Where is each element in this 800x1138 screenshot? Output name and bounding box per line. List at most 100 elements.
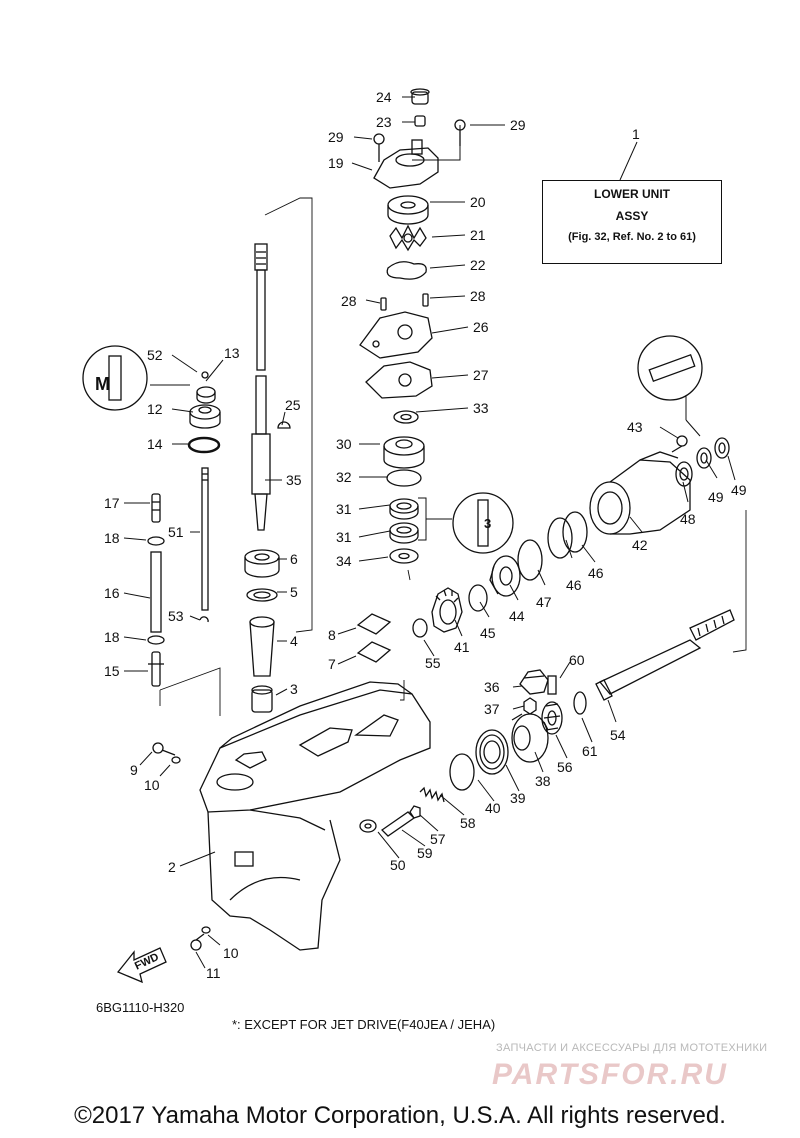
callout-1: 1 [632,126,640,142]
part-13-collar [196,386,216,404]
callout-21: 21 [470,227,486,243]
drawing-code: 6BG1110-H320 [96,1000,185,1015]
part-48-bearing [675,461,693,487]
part-43-bolt [671,435,688,453]
part-11-bolt [190,933,205,951]
part-59-shift-plunger [380,811,416,837]
callout-53: 53 [168,608,184,624]
part-27-gasket [365,361,433,399]
callout-43: 43 [627,419,643,435]
part-31-oil-seal-lower [389,522,419,544]
callout-40: 40 [485,800,501,816]
callout-34: 34 [336,553,352,569]
callout-46: 46 [588,565,604,581]
callout-61: 61 [582,743,598,759]
callout-29: 29 [510,117,526,133]
part-21-impeller [389,224,427,252]
part-24-grommet [410,88,430,105]
part-32-o-ring [386,469,422,487]
callout-17: 17 [104,495,120,511]
callout-52: 52 [147,347,163,363]
part-39-bearing [475,729,509,775]
callout-54: 54 [610,727,626,743]
watermark-logo: PARTSFOR.RU [492,1058,728,1091]
part-29-bolt-left [373,133,385,162]
callout-58: 58 [460,815,476,831]
callout-10: 10 [144,777,160,793]
callout-57: 57 [430,831,446,847]
callout-11: 11 [206,965,221,981]
part-2-lower-casing [199,681,431,951]
callout-9: 9 [130,762,138,778]
callout-25: 25 [285,397,301,413]
part-5-shim [246,588,278,602]
assy-title: LOWER UNIT [594,187,670,201]
svg-text:FWD: FWD [133,951,161,972]
part-17-hose-joint [151,493,161,523]
part-52-circlip [201,371,209,379]
callout-20: 20 [470,194,486,210]
assy-subtitle: ASSY [615,209,649,223]
assy-reference-box: LOWER UNIT ASSY (Fig. 32, Ref. No. 2 to … [542,180,722,264]
callout-31: 31 [336,501,352,517]
part-25-woodruff-key [277,421,291,429]
part-61-ring [573,691,587,715]
callout-48: 48 [680,511,696,527]
inset-mid-jet: 3 [452,492,514,554]
part-16-hose [150,551,162,633]
part-50-plug [359,819,377,833]
callout-55: 55 [425,655,441,671]
callout-13: 13 [224,345,240,361]
callout-32: 32 [336,469,352,485]
callout-42: 42 [632,537,648,553]
callout-18: 18 [104,629,120,645]
part-47-o-ring [517,539,543,581]
callout-15: 15 [104,663,120,679]
part-9-bolt [152,742,176,756]
part-55-washer [412,618,428,638]
part-38-forward-gear [511,713,549,763]
part-46-o-ring-a [547,517,573,559]
callout-30: 30 [336,436,352,452]
part-15-joint [148,651,164,687]
part-49-oil-seal-b [714,437,730,459]
callout-37: 37 [484,701,500,717]
part-60-pin [547,675,557,695]
callout-47: 47 [536,594,552,610]
callout-51: 51 [168,524,184,540]
part-31-oil-seal-upper [389,498,419,520]
callout-46: 46 [566,577,582,593]
part-33-oil-seal [393,410,419,424]
part-20-insert-cartridge [387,195,429,225]
part-26-outer-plate [359,311,433,359]
callout-29: 29 [328,129,344,145]
callout-27: 27 [473,367,489,383]
part-42-propeller-shaft-housing [589,451,691,535]
callout-31: 31 [336,529,352,545]
callout-16: 16 [104,585,120,601]
watermark-tagline: ЗАПЧАСТИ И АКСЕССУАРЫ ДЛЯ МОТОТЕХНИКИ [496,1042,768,1054]
callout-35: 35 [286,472,302,488]
callout-36: 36 [484,679,500,695]
callout-50: 50 [390,857,406,873]
callout-28: 28 [470,288,486,304]
copyright-notice: ©2017 Yamaha Motor Corporation, U.S.A. A… [74,1102,726,1129]
part-36-pinion [519,669,549,695]
callout-33: 33 [473,400,489,416]
callout-14: 14 [147,436,163,452]
part-56-dog-clutch [541,701,563,735]
part-29-bolt-right [454,119,466,146]
callout-3: 3 [290,681,298,697]
callout-39: 39 [510,790,526,806]
callout-45: 45 [480,625,496,641]
callout-19: 19 [328,155,344,171]
part-41-reverse-gear [431,587,463,633]
callout-49: 49 [708,489,724,505]
svg-text:3: 3 [484,516,491,531]
callout-18: 18 [104,530,120,546]
callout-12: 12 [147,401,163,417]
callout-8: 8 [328,627,336,643]
callout-49: 49 [731,482,747,498]
footnote: *: EXCEPT FOR JET DRIVE(F40JEA / JEHA) [232,1017,496,1032]
part-18-clip-lower [147,635,165,645]
